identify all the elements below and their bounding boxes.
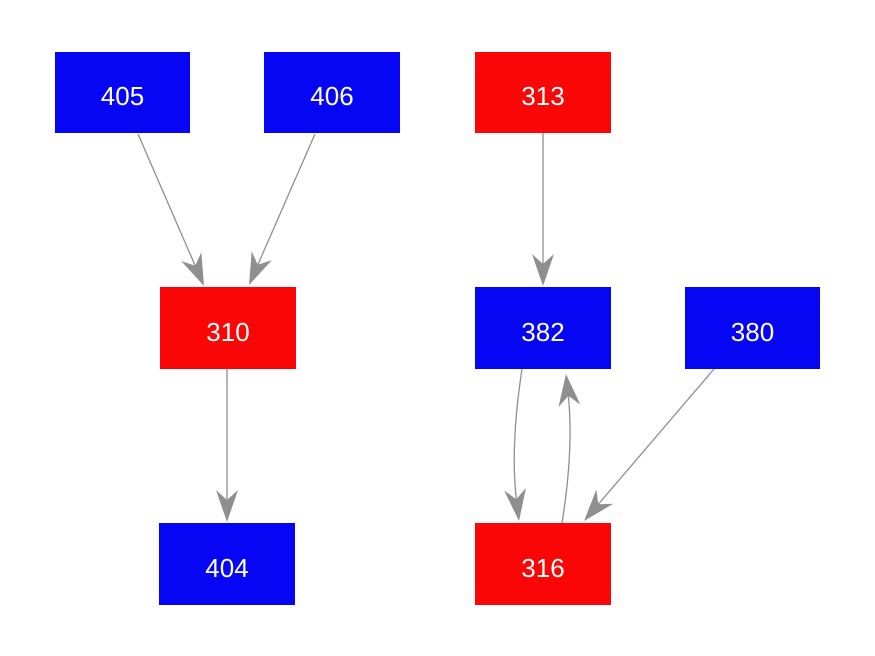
node-405[interactable]: 405 bbox=[55, 52, 190, 133]
node-label: 310 bbox=[206, 316, 250, 347]
node-382[interactable]: 382 bbox=[475, 287, 611, 369]
node-406[interactable]: 406 bbox=[264, 52, 400, 133]
arrowhead-316-382 bbox=[558, 374, 581, 407]
node-label: 380 bbox=[730, 316, 775, 347]
edge-406-310 bbox=[256, 133, 316, 267]
arrowhead-405-310 bbox=[181, 252, 204, 286]
node-label: 406 bbox=[310, 81, 354, 111]
arrowhead-313-382 bbox=[532, 254, 554, 286]
edge-382-316 bbox=[513, 368, 523, 502]
arrowhead-310-404 bbox=[216, 490, 238, 522]
node-404[interactable]: 404 bbox=[159, 523, 295, 605]
arrowhead-382-316 bbox=[504, 487, 526, 521]
node-label: 404 bbox=[205, 552, 249, 583]
edge-405-310 bbox=[137, 133, 197, 268]
node-316[interactable]: 316 bbox=[475, 523, 611, 605]
edge-380-316 bbox=[596, 368, 715, 507]
node-380[interactable]: 380 bbox=[685, 287, 820, 369]
edge-316-382 bbox=[561, 393, 571, 524]
arrowhead-406-310 bbox=[249, 251, 272, 285]
arrowhead-380-316 bbox=[584, 489, 614, 521]
node-label: 405 bbox=[100, 81, 145, 111]
node-310[interactable]: 310 bbox=[160, 287, 296, 369]
node-313[interactable]: 313 bbox=[475, 52, 611, 133]
node-label: 313 bbox=[521, 81, 565, 111]
node-label: 316 bbox=[521, 552, 565, 583]
node-label: 382 bbox=[521, 316, 565, 347]
